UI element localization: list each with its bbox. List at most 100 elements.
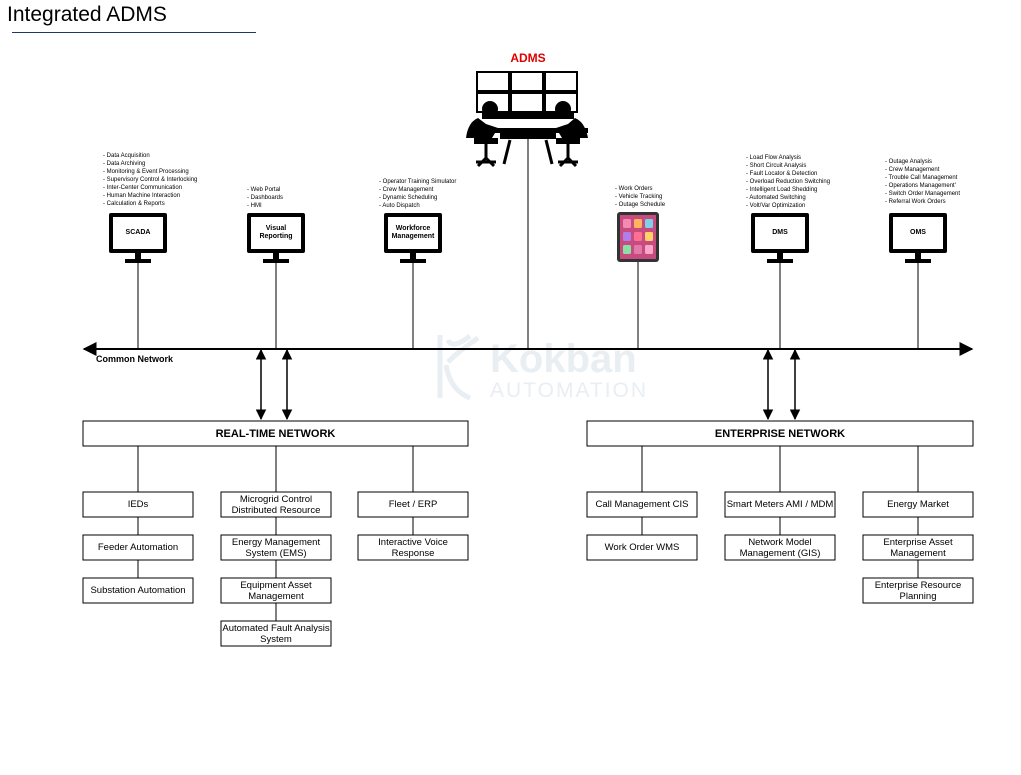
watermark-sub: AUTOMATION (490, 379, 648, 402)
title-underline (12, 32, 256, 33)
system-box-text: Feeder Automation (98, 542, 178, 553)
system-box (586, 534, 698, 561)
function-item: - Intelligent Load Shedding (746, 187, 818, 193)
function-item: - Auto Dispatch (379, 203, 420, 209)
function-list: - Web Portal- Dashboards- HMI (247, 186, 387, 210)
system-box-text: Enterprise Asset Management (883, 537, 952, 559)
monitor-label: DMS (772, 229, 788, 236)
system-box (82, 491, 194, 518)
system-box (724, 534, 836, 561)
function-item: - Outage Analysis (885, 159, 933, 165)
endpoint-workforce-management: - Operator Training Simulator- Crew Mana… (379, 178, 519, 263)
system-box-text: Energy Market (887, 499, 949, 510)
monitor-label-box: OMS (910, 229, 926, 236)
system-box-label: Substation Automation (90, 585, 186, 596)
system-box-label: Fleet / ERP (388, 499, 438, 510)
monitor-label: SCADA (125, 229, 151, 236)
function-item: - Vehicle Tracking (615, 194, 663, 200)
video-wall-screen (510, 92, 544, 113)
function-item: - Trouble Call Management (885, 175, 958, 181)
endpoint-tablet: - Work Orders- Vehicle Tracking- Outage … (615, 185, 755, 262)
function-list: - Operator Training Simulator- Crew Mana… (379, 178, 519, 210)
function-item: - Data Acquisition (103, 153, 150, 159)
endpoint-workforce-management-functions: - Operator Training Simulator- Crew Mana… (379, 178, 519, 210)
system-box-text: Work Order WMS (604, 542, 680, 553)
function-item: - Work Orders (615, 186, 653, 192)
function-item: - Fault Locator & Detection (746, 171, 818, 177)
enterprise-network-label: ENTERPRISE NETWORK (714, 427, 846, 440)
system-box (220, 620, 332, 647)
system-box-label: Enterprise Resource Planning (874, 579, 962, 602)
function-item: - Short Circuit Analysis (746, 163, 807, 169)
function-list: - Outage Analysis- Crew Management- Trou… (885, 158, 1021, 206)
system-box-label: Energy Management System (EMS) (231, 536, 321, 559)
function-item: - Volt/Var Optimization (746, 203, 806, 209)
system-box-label: Automated Fault Analysis System (222, 622, 330, 645)
system-box-label: Equipment Asset Management (240, 579, 312, 602)
endpoint-visual-reporting: - Web Portal- Dashboards- HMI (247, 186, 387, 263)
function-item: - Operations Management' (885, 183, 956, 189)
monitor-label-box: SCADA (125, 229, 151, 236)
video-wall-screen (544, 71, 578, 92)
realtime-network-header-text: REAL-TIME NETWORK (215, 427, 336, 440)
system-box (82, 577, 194, 604)
enterprise-network: ENTERPRISE NETWORK Call Management CIS Wor… (586, 420, 974, 604)
monitor-label: Visual Reporting (259, 225, 293, 240)
operator-desk (470, 128, 588, 133)
endpoint-tablet-functions: - Work Orders- Vehicle Tracking- Outage … (615, 185, 755, 209)
endpoint-oms: - Outage Analysis- Crew Management- Trou… (885, 158, 1021, 263)
system-box-text: IEDs (128, 499, 149, 510)
system-box-text: Call Management CIS (595, 499, 689, 510)
video-wall-screen (476, 71, 510, 92)
adms-control-room-icon: ADMS (466, 51, 588, 168)
system-box-text: Interactive Voice Response (378, 536, 448, 559)
function-item: - Automated Switching (746, 195, 806, 201)
function-item: - Overload Reduction Switching (746, 179, 831, 185)
system-box-label: Smart Meters AMI / MDM (726, 499, 834, 510)
function-item: - Inter-Center Communication (103, 185, 183, 191)
system-box-label: Microgrid Control Distributed Resource (231, 493, 321, 516)
video-wall-screen (510, 71, 544, 92)
system-box-text: Fleet / ERP (388, 499, 438, 510)
page-title: Integrated ADMS (7, 3, 167, 26)
system-box-label: Interactive Voice Response (378, 536, 448, 559)
function-item: - HMI (247, 203, 262, 209)
function-list: - Data Acquisition - Data Archiving - Moni… (103, 152, 243, 208)
function-item: - Data Archiving (103, 161, 146, 167)
system-box (724, 491, 836, 518)
endpoint-dms-functions: - Load Flow Analysis - Short Circuit Anal… (746, 155, 831, 209)
system-box-label: Network Model Management (GIS) (739, 536, 821, 559)
endpoint-dms: - Load Flow Analysis - Short Circuit Anal… (746, 155, 831, 263)
system-box (357, 534, 469, 561)
watermark-brand: Kokban (490, 337, 637, 381)
function-item: - Switch Order Management (885, 191, 961, 197)
system-box-text: Microgrid Control Distributed Resource (231, 493, 321, 516)
system-box (220, 491, 332, 518)
common-network-label: Common Network (96, 354, 174, 364)
function-item: - Monitoring & Event Processing (103, 169, 189, 175)
endpoint-scada: - Data Acquisition - Data Archiving - Moni… (103, 152, 243, 263)
function-item: - Web Portal (247, 187, 281, 193)
function-item: - Supervisory Control & Interlocking (103, 177, 198, 183)
monitor-label: Workforce Management (391, 225, 435, 240)
function-item: - Dynamic Scheduling (379, 195, 438, 201)
enterprise-network-header-text: ENTERPRISE NETWORK (714, 427, 846, 440)
monitor-label-box: Workforce Management (391, 225, 435, 240)
function-item: - Calculation & Reports (103, 201, 165, 207)
system-box-label: Work Order WMS (604, 542, 680, 553)
system-box (220, 534, 332, 561)
system-box-text: Energy Management System (EMS) (231, 536, 321, 559)
function-list: - Work Orders- Vehicle Tracking- Outage … (615, 185, 755, 209)
function-item: - Crew Management (379, 187, 434, 193)
realtime-network-header (82, 420, 469, 447)
system-box (357, 491, 469, 518)
system-box-label: Call Management CIS (595, 499, 689, 510)
system-box-text: Network Model Management (GIS) (739, 536, 821, 559)
monitor-label-box: DMS (772, 229, 788, 236)
endpoint-oms-functions: - Outage Analysis- Crew Management- Trou… (885, 158, 1021, 206)
realtime-network-label: REAL-TIME NETWORK (215, 427, 336, 440)
endpoint-scada-functions: - Data Acquisition - Data Archiving - Moni… (103, 152, 243, 208)
system-box (862, 577, 974, 604)
function-item: - Load Flow Analysis (746, 155, 802, 161)
